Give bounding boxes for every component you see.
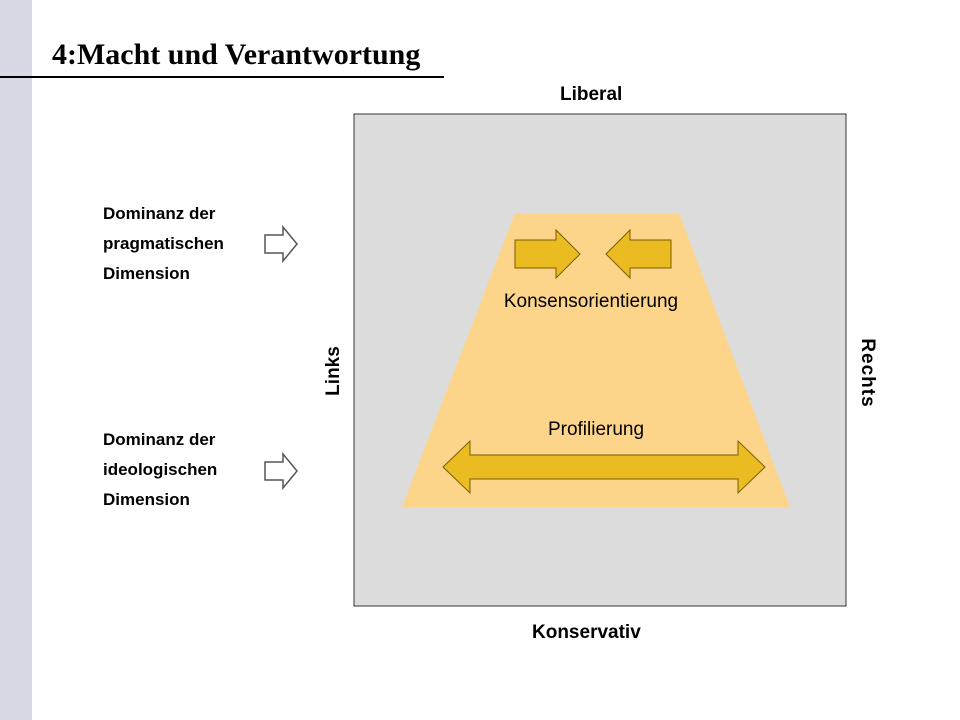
hollow-right-arrow-icon [264, 451, 298, 491]
consensus-arrow-left-icon [605, 228, 672, 280]
ideological-dimension-label: Dominanz der ideologischen Dimension [103, 425, 217, 515]
trapezoid-area [402, 213, 790, 507]
profile-double-arrow-icon [442, 439, 766, 495]
pragmatic-line-2: pragmatischen [103, 234, 224, 253]
axis-label-bottom: Konservativ [532, 622, 641, 643]
consensus-arrow-right-icon [514, 228, 581, 280]
side-decoration-bar [0, 0, 32, 720]
consensus-label: Konsensorientierung [504, 291, 678, 312]
ideological-line-2: ideologischen [103, 460, 218, 479]
ideological-line-3: Dimension [103, 490, 190, 509]
pragmatic-line-3: Dimension [103, 264, 190, 283]
ideological-line-1: Dominanz der [103, 430, 216, 449]
page-title: 4:Macht und Verantwortung [52, 38, 421, 71]
pragmatic-line-1: Dominanz der [103, 204, 216, 223]
profile-label: Profilierung [548, 419, 644, 440]
title-underline [0, 76, 444, 78]
hollow-right-arrow-icon [264, 224, 298, 264]
pragmatic-dimension-label: Dominanz der pragmatischen Dimension [103, 199, 224, 289]
axis-label-top: Liberal [560, 84, 623, 105]
